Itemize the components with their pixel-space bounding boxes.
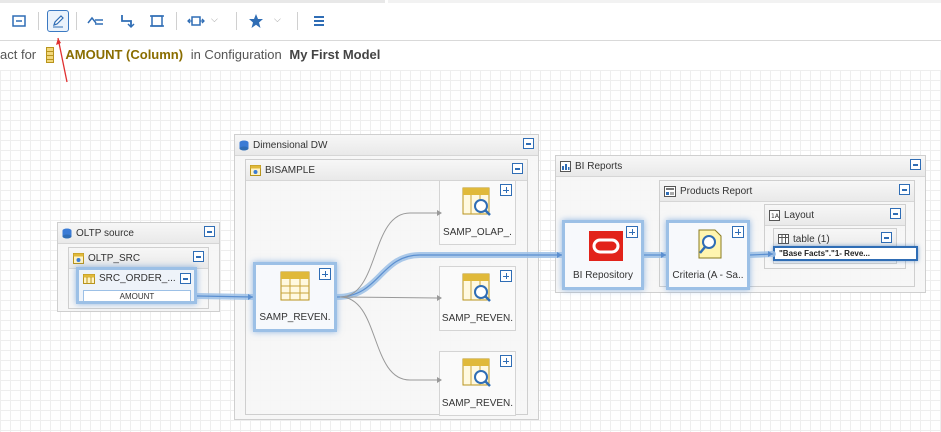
criteria-icon [698,229,722,259]
layout-icon: 1A [769,209,780,221]
configuration-name: My First Model [289,47,381,63]
lineage-forward-icon [87,16,103,25]
chevron-down-icon[interactable]: ⌵ [274,14,281,24]
toolbar: ⌵ ⌵ [0,0,941,41]
column-icon [45,46,54,63]
table-icon [778,234,789,244]
dimensional-dw-header: Dimensional DW [235,135,538,156]
layout-title: Layout [784,209,815,221]
oltp-source-title: OLTP source [76,227,134,239]
bisample-title: BISAMPLE [265,164,316,176]
favorite-button[interactable] [245,10,267,32]
expand-icon[interactable] [732,226,744,238]
connector-icon [121,15,135,29]
annotation-arrow [56,37,68,83]
base-facts-revenue-column[interactable]: "Base Facts"."1- Reve... [773,246,918,261]
connector-button[interactable] [116,10,138,32]
fit-layout-button[interactable] [146,10,168,32]
src-order-header: SRC_ORDER_... [83,273,176,284]
database-icon [239,140,249,151]
collapse-panel-icon [12,15,26,27]
samp-revenue-node[interactable]: SAMP_REVEN. [439,266,516,331]
title-middle: in Configuration [190,47,282,63]
lineage-canvas[interactable]: OLTP source OLTP_SRC SRC_ORDER_... AMOUN… [0,70,941,432]
oltp-source-header: OLTP source [58,223,219,244]
criteria-node[interactable]: Criteria (A - Sa.. [666,220,750,290]
oracle-icon [589,231,623,261]
menu-button[interactable] [308,10,330,32]
layout-header: 1A Layout [765,205,905,226]
table-view-title: table (1) [793,233,830,245]
expand-icon[interactable] [500,355,512,367]
collapse-icon[interactable] [512,163,523,174]
menu-icon [314,16,324,26]
products-report-title: Products Report [680,185,753,197]
collapse-panel-button[interactable] [8,10,30,32]
expand-icon[interactable] [500,184,512,196]
products-report-header: Products Report [660,181,914,202]
page-title: act for AMOUNT (Column) in Configuration… [0,46,380,64]
fit-layout-icon [150,15,164,27]
expand-icon[interactable] [500,270,512,282]
node-label: BI Repository [572,270,634,281]
toolbar-separator [76,12,77,30]
collapse-icon[interactable] [204,226,215,237]
chevron-down-icon[interactable]: ⌵ [211,14,218,24]
schema-icon [73,252,84,264]
collapse-icon[interactable] [910,159,921,170]
schema-icon [250,164,261,176]
table-icon [280,271,310,301]
amount-column[interactable]: AMOUNT [83,290,191,302]
svg-text:1A: 1A [771,213,780,220]
object-name: AMOUNT (Column) [65,47,184,63]
toolbar-separator [176,12,177,30]
collapse-icon[interactable] [193,251,204,262]
node-label: SAMP_REVEN. [441,398,514,409]
collapse-icon[interactable] [180,273,191,284]
star-icon [249,14,263,28]
title-prefix: act for [0,47,37,63]
collapse-icon[interactable] [899,184,910,195]
lineage-forward-button[interactable] [85,10,107,32]
collapse-icon[interactable] [890,208,901,219]
dimensional-dw-title: Dimensional DW [253,139,328,151]
bi-reports-header: BI Reports [556,156,925,177]
bisample-header: BISAMPLE [246,160,527,181]
src-order-table-node[interactable]: SRC_ORDER_... AMOUNT [76,267,197,304]
toolbar-separator [236,12,237,30]
collapse-icon[interactable] [523,138,534,149]
oltp-schema-header: OLTP_SRC [69,248,208,269]
samp-revenue-source-node[interactable]: SAMP_REVEN. [253,262,337,332]
bi-reports-title: BI Reports [575,160,623,172]
collapse-icon[interactable] [881,232,892,243]
node-label: Criteria (A - Sa.. [672,270,744,281]
node-label: SAMP_REVEN. [441,313,514,324]
table-search-icon [462,187,491,216]
toolbar-separator [297,12,298,30]
toolbar-separator [38,12,39,30]
pencil-icon [53,15,64,28]
expand-icon[interactable] [319,268,331,280]
table-search-icon [462,358,491,387]
table-view-header: table (1) [774,229,896,250]
src-order-title: SRC_ORDER_... [99,273,176,284]
node-label: SAMP_REVEN. [259,312,331,323]
database-icon [62,228,72,239]
edit-button[interactable] [47,10,69,32]
table-search-icon [462,273,491,302]
node-label: SAMP_OLAP_. [443,227,512,238]
report-icon [664,185,676,197]
expand-horizontal-button[interactable] [185,10,207,32]
samp-revenue-node[interactable]: SAMP_REVEN. [439,351,516,416]
report-icon [560,160,571,172]
table-icon [83,273,95,284]
samp-olap-node[interactable]: SAMP_OLAP_. [439,180,516,245]
expand-horizontal-icon [187,16,205,26]
oltp-schema-title: OLTP_SRC [88,252,141,264]
expand-icon[interactable] [626,226,638,238]
bi-repository-node[interactable]: BI Repository [562,220,644,290]
top-strip [0,0,941,3]
